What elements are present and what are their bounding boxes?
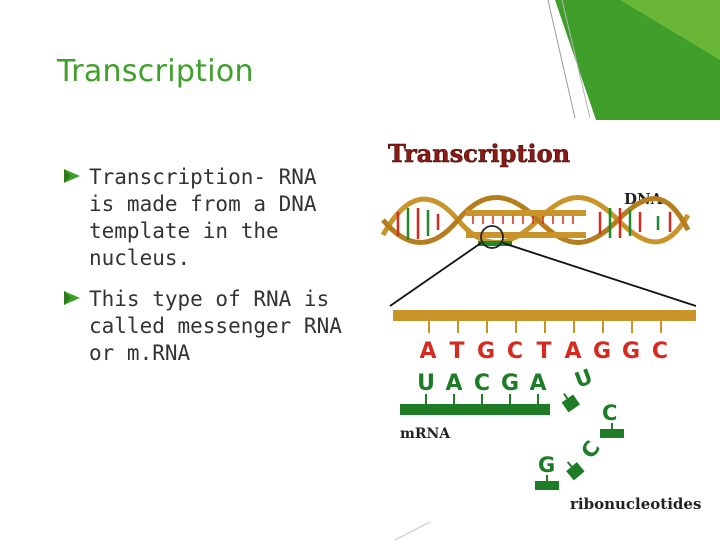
mrna-strand [400, 394, 550, 415]
mrna-base: A [445, 371, 462, 396]
template-strand [393, 310, 696, 333]
template-base: A [419, 339, 436, 364]
free-nucleotide: C [600, 401, 624, 438]
bullet-arrow-icon [64, 291, 80, 305]
free-base: G [538, 453, 555, 477]
transcription-diagram: Transcription DNA [378, 120, 703, 520]
template-base: C [507, 339, 523, 364]
free-nucleotide: G [535, 453, 559, 490]
diagram-heading: Transcription [388, 139, 570, 168]
bullet-arrow-icon [64, 169, 80, 183]
diagram-canvas: Transcription DNA [378, 120, 703, 520]
template-base: T [536, 339, 551, 364]
bullet-text: Transcription- RNA is made from a DNA te… [89, 164, 352, 272]
free-base: U [572, 364, 596, 392]
bullet-item: Transcription- RNA is made from a DNA te… [62, 164, 352, 272]
bullet-list: Transcription- RNA is made from a DNA te… [62, 164, 352, 381]
bullet-item: This type of RNA is called messenger RNA… [62, 286, 352, 367]
ribonucleotides-label: ribonucleotides [570, 495, 701, 513]
mrna-base: U [417, 371, 435, 396]
template-base: A [564, 339, 581, 364]
template-base: G [593, 339, 611, 364]
mrna-base: G [501, 371, 519, 396]
mrna-base: A [529, 371, 546, 396]
free-base: C [602, 401, 617, 425]
zoom-line-left [390, 243, 481, 306]
template-base: G [622, 339, 640, 364]
free-nucleotide: U [558, 364, 596, 412]
mrna-label: mRNA [400, 426, 451, 442]
bullet-text: This type of RNA is called messenger RNA… [89, 286, 352, 367]
template-base: C [652, 339, 668, 364]
free-nucleotide: C [562, 436, 605, 480]
mrna-base: C [474, 371, 490, 396]
template-base: T [449, 339, 464, 364]
zoom-line-right [503, 243, 696, 306]
template-base: G [477, 339, 495, 364]
free-base: C [576, 436, 605, 462]
slide-title: Transcription [57, 54, 254, 89]
